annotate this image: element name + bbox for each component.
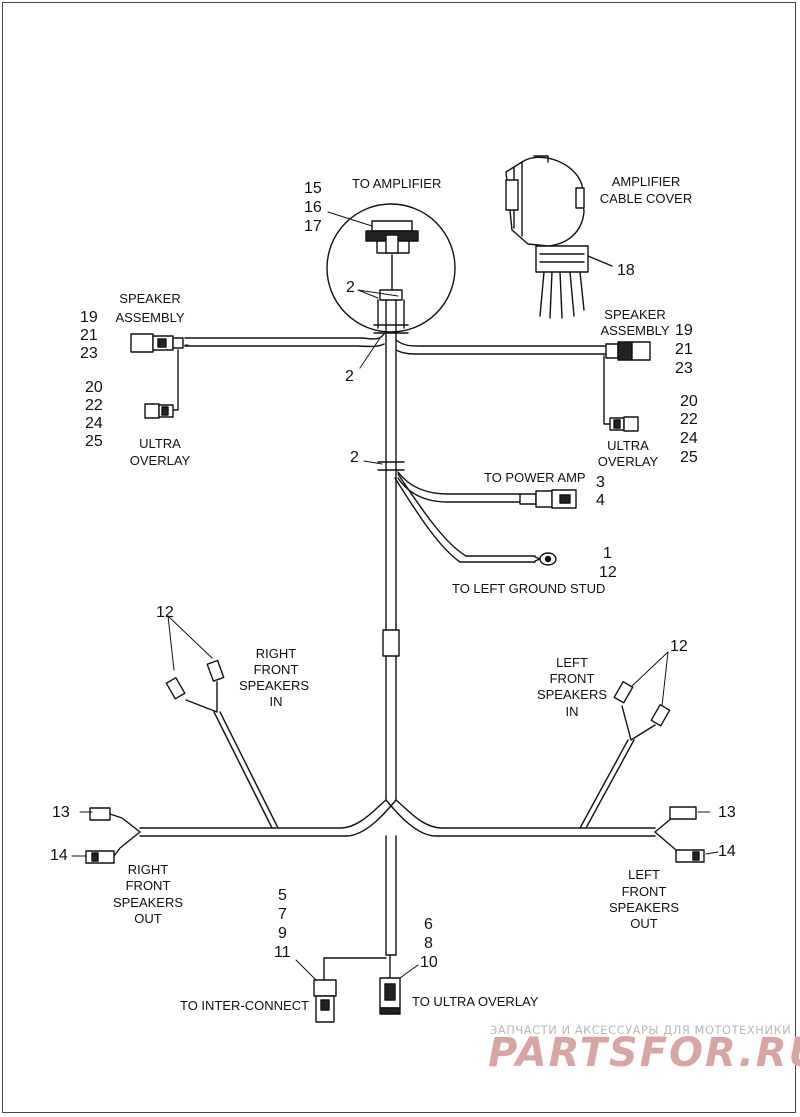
callout-14-right: 14	[718, 843, 736, 860]
speaker-assembly-right-line2: ASSEMBLY	[600, 323, 670, 338]
left-front-speakers-in-branch	[579, 681, 671, 829]
left-front-speakers-in-line4: IN	[565, 704, 579, 719]
callout-14-left: 14	[50, 847, 68, 864]
left-front-speakers-out-line2: FRONT	[621, 884, 667, 899]
callout-12-right-front-in: 12	[156, 604, 174, 621]
left-speaker-branch	[130, 333, 385, 419]
callout-20-right: 20	[680, 393, 698, 410]
callout-22-right: 22	[680, 411, 698, 428]
right-front-speakers-out-line3: SPEAKERS	[112, 895, 184, 910]
left-front-speakers-out-line3: SPEAKERS	[608, 900, 680, 915]
callout-17: 17	[304, 218, 322, 235]
callout-2-top: 2	[346, 279, 355, 296]
left-front-speakers-out-line4: OUT	[630, 916, 658, 931]
left-front-speakers-out-line1: LEFT	[628, 867, 660, 882]
amplifier-cable-cover-label-line1: AMPLIFIER	[611, 174, 681, 189]
callout-23-right: 23	[675, 360, 693, 377]
callout-19-right: 19	[675, 322, 693, 339]
main-trunk-wire	[382, 299, 400, 956]
ultra-overlay-left-line1: ULTRA	[139, 436, 181, 451]
callout-18: 18	[617, 262, 635, 279]
callout-13-right: 13	[718, 804, 736, 821]
left-front-speakers-in-line2: FRONT	[549, 671, 595, 686]
callout-2-middle: 2	[350, 449, 359, 466]
left-front-speakers-in-line1: LEFT	[556, 655, 588, 670]
leader-lines	[71, 211, 719, 981]
right-speaker-branch	[395, 339, 651, 432]
right-front-speakers-in-line4: IN	[269, 694, 283, 709]
amplifier-detail-circle	[326, 203, 456, 333]
right-front-speakers-in-branch	[165, 659, 279, 829]
right-front-speakers-in-line3: SPEAKERS	[238, 678, 310, 693]
watermark-logo: PARTSFOR.RU	[488, 1030, 800, 1076]
callout-12-left-front-in: 12	[670, 638, 688, 655]
watermark-text: ЗАПЧАСТИ И АКСЕССУАРЫ ДЛЯ МОТОТЕХНИКИ	[490, 1023, 792, 1037]
ground-stud-branch	[394, 473, 557, 566]
callout-25-right: 25	[680, 449, 698, 466]
callout-4: 4	[596, 492, 605, 509]
ultra-overlay-left-line2: OVERLAY	[129, 453, 191, 468]
callout-24-right: 24	[680, 430, 698, 447]
callout-2-left: 2	[345, 368, 354, 385]
callout-24-left: 24	[85, 415, 103, 432]
callout-10: 10	[420, 954, 438, 971]
callout-7: 7	[278, 906, 287, 923]
callout-1: 1	[603, 545, 612, 562]
callout-9: 9	[278, 925, 287, 942]
left-front-speakers-in-line3: SPEAKERS	[536, 687, 608, 702]
right-front-speakers-in-line1: RIGHT	[255, 646, 297, 661]
to-inter-connect-label: TO INTER-CONNECT	[180, 998, 310, 1013]
power-amp-branch	[397, 471, 577, 509]
callout-15: 15	[304, 180, 322, 197]
callout-12-ground: 12	[599, 564, 617, 581]
amplifier-cable-cover	[505, 155, 613, 319]
to-left-ground-stud-label: TO LEFT GROUND STUD	[452, 581, 606, 596]
harness-clip-top	[373, 289, 409, 334]
callout-21-right: 21	[675, 341, 693, 358]
callout-25-left: 25	[85, 433, 103, 450]
callout-22-left: 22	[85, 397, 103, 414]
callout-3: 3	[596, 474, 605, 491]
right-front-speakers-out-line1: RIGHT	[127, 862, 169, 877]
speaker-assembly-right-line1: SPEAKER	[604, 307, 666, 322]
to-ultra-overlay-label: TO ULTRA OVERLAY	[412, 994, 539, 1009]
left-front-speakers-out-branch	[654, 806, 705, 863]
right-front-speakers-out-branch	[85, 807, 141, 864]
to-amplifier-label: TO AMPLIFIER	[352, 176, 442, 191]
callout-16: 16	[304, 199, 322, 216]
trunk-split	[139, 799, 656, 837]
callout-8: 8	[424, 935, 433, 952]
bottom-connectors	[313, 954, 401, 1023]
harness-clip-middle	[377, 461, 405, 471]
callout-6: 6	[424, 916, 433, 933]
right-front-speakers-in-line2: FRONT	[253, 662, 299, 677]
ultra-overlay-right-line2: OVERLAY	[597, 454, 659, 469]
callout-13-left: 13	[52, 804, 70, 821]
callout-19-left: 19	[80, 309, 98, 326]
amplifier-connector	[365, 220, 419, 291]
callout-11: 11	[274, 944, 291, 961]
speaker-assembly-left-line1: SPEAKER	[119, 291, 181, 306]
callout-5: 5	[278, 887, 287, 904]
right-front-speakers-out-line4: OUT	[134, 911, 162, 926]
callout-23-left: 23	[80, 345, 98, 362]
to-power-amp-label: TO POWER AMP	[484, 470, 586, 485]
speaker-assembly-left-line2: ASSEMBLY	[115, 310, 185, 325]
callout-20-left: 20	[85, 379, 103, 396]
amplifier-cable-cover-label-line2: CABLE COVER	[599, 191, 693, 206]
right-front-speakers-out-line2: FRONT	[125, 878, 171, 893]
ultra-overlay-right-line1: ULTRA	[607, 438, 649, 453]
callout-21-left: 21	[80, 327, 98, 344]
